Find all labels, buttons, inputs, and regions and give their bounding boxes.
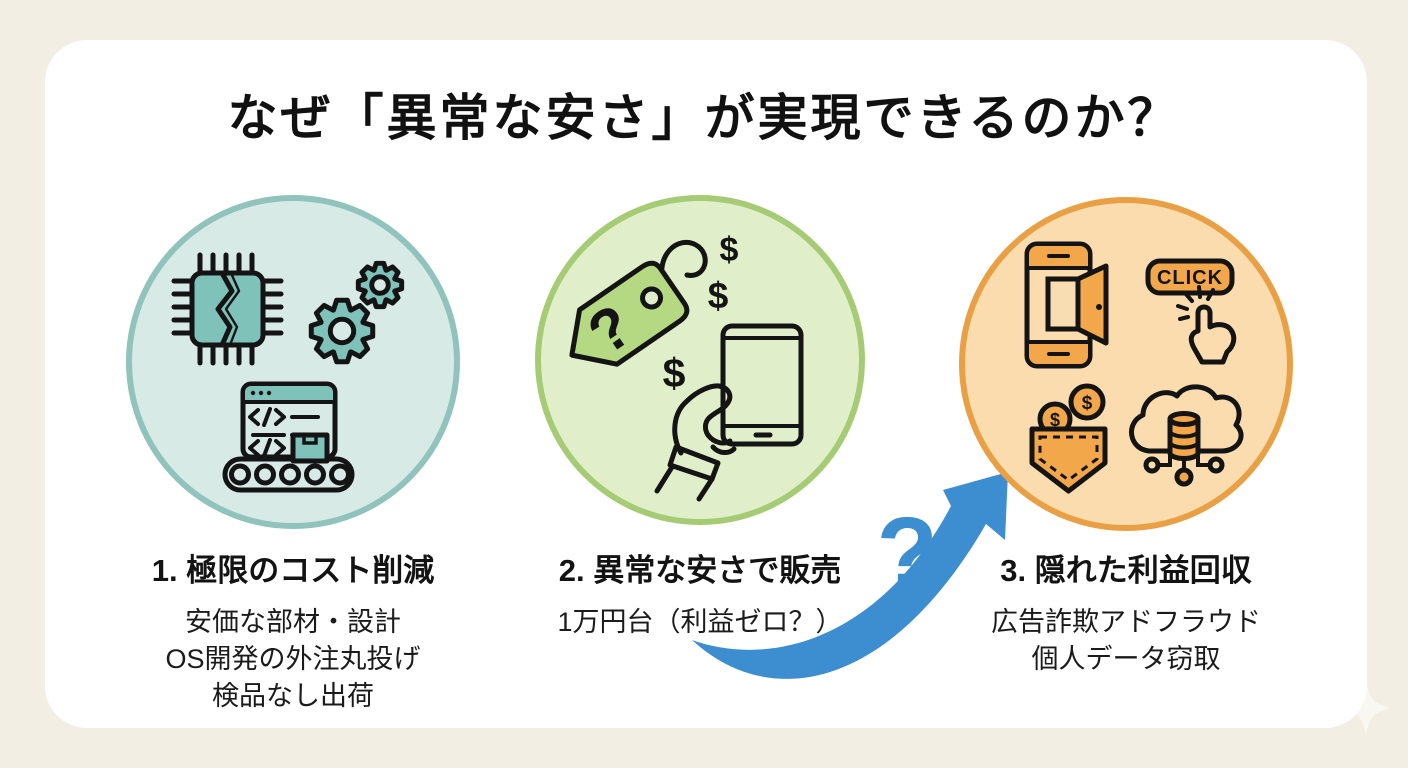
click-button-label: CLICK bbox=[1157, 267, 1223, 289]
step3-circle: CLICK $ $ bbox=[959, 197, 1293, 531]
gears-icon bbox=[308, 260, 405, 365]
coin-dollar: $ bbox=[1082, 393, 1093, 414]
broken-chip-icon bbox=[171, 252, 284, 366]
step2-heading: 2. 異常な安さで販売 bbox=[558, 553, 842, 588]
dollar-sign: $ bbox=[708, 275, 729, 316]
step3-heading: 3. 隠れた利益回収 bbox=[1000, 553, 1252, 588]
phone-backdoor-icon bbox=[1024, 241, 1109, 369]
coin-dollar: $ bbox=[1050, 410, 1060, 430]
dollar-sign: $ bbox=[663, 350, 686, 396]
step1-circle bbox=[126, 195, 460, 529]
conveyor-belt-icon bbox=[222, 432, 355, 493]
step1-line: OS開発の外注丸投げ bbox=[165, 644, 421, 674]
step1-heading: 1. 極限のコスト削減 bbox=[151, 553, 435, 588]
hand-holding-tablet-icon bbox=[654, 323, 804, 502]
price-tag-question-icon: ? bbox=[569, 239, 708, 367]
step3-line: 個人データ窃取 bbox=[1031, 644, 1221, 674]
money-pocket-icon: $ $ bbox=[1029, 383, 1108, 494]
click-cursor-icon bbox=[1176, 285, 1237, 365]
step2-caption: 2. 異常な安さで販売 1万円台（利益ゼロ？） bbox=[480, 552, 920, 641]
dollar-sign: $ bbox=[720, 231, 739, 269]
page-title: なぜ「異常な安さ」が実現できるのか？ bbox=[227, 90, 1181, 146]
click-button-icon: CLICK bbox=[1145, 258, 1235, 296]
step2-line: 1万円台（利益ゼロ？） bbox=[557, 607, 843, 637]
dollar-signs-icon: $ $ $ bbox=[663, 231, 739, 396]
cloud-database-icon bbox=[1129, 384, 1244, 487]
step1-line: 安価な部材・設計 bbox=[185, 607, 401, 637]
step1-caption: 1. 極限のコスト削減 安価な部材・設計 OS開発の外注丸投げ 検品なし出荷 bbox=[73, 552, 513, 715]
step3-line: 広告詐欺アドフラウド bbox=[991, 607, 1261, 637]
step1-line: 検品なし出荷 bbox=[212, 681, 374, 711]
arrow-question-mark: ? bbox=[876, 497, 938, 609]
step3-caption: 3. 隠れた利益回収 広告詐欺アドフラウド 個人データ窃取 bbox=[906, 552, 1346, 678]
step2-circle: ? $ $ $ bbox=[535, 195, 865, 525]
